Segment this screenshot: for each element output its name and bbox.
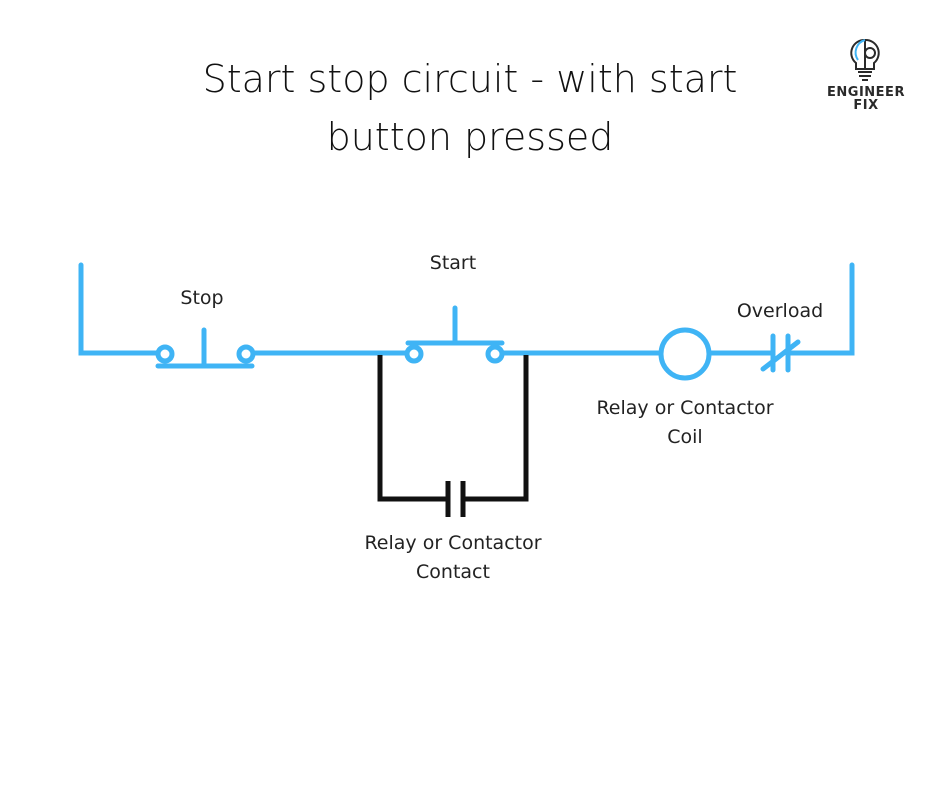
overload-label: Overload: [736, 300, 824, 322]
coil-label-line-1: Relay or Contactor: [596, 397, 774, 419]
stop-button-symbol: [155, 327, 256, 369]
stop-label: Stop: [180, 287, 224, 309]
logo-text-fix: FIX: [853, 98, 879, 113]
contact-label-line-1: Relay or Contactor: [364, 532, 542, 554]
right-power-rail: [785, 262, 855, 356]
contact-label: Relay or Contactor Contact: [343, 529, 563, 587]
coil-label: Relay or Contactor Coil: [575, 394, 795, 452]
start-button-symbol: [404, 305, 505, 364]
title-line-1: Start stop circuit - with start: [202, 57, 738, 101]
coil-label-line-2: Coil: [667, 426, 703, 448]
lightbulb-gear-icon: [850, 38, 880, 81]
holding-contact-branch: [377, 355, 529, 517]
logo-text-engineer: ENGINEER: [827, 85, 905, 100]
contact-label-line-2: Contact: [416, 561, 490, 583]
left-power-rail: [78, 262, 161, 356]
diagram-title: Start stop circuit - with start button p…: [170, 50, 770, 166]
title-line-2: button pressed: [326, 115, 614, 159]
engineer-fix-logo: ENGINEER FIX: [818, 36, 914, 116]
start-label: Start: [429, 252, 477, 274]
relay-coil-symbol: [658, 327, 712, 381]
